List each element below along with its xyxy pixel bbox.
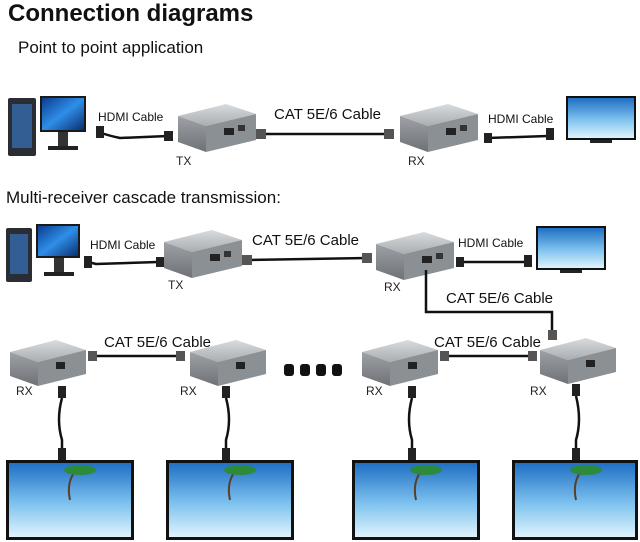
label-hdmi-cable-2-out: HDMI Cable <box>458 236 524 250</box>
label-rx-1: RX <box>408 154 425 168</box>
hdmi-drop-2 <box>222 386 231 460</box>
label-rx-bottom-1: RX <box>16 384 33 398</box>
tv-display-bottom-3 <box>352 460 480 540</box>
label-rx-bottom-2: RX <box>180 384 197 398</box>
ellipsis-dots <box>284 364 342 376</box>
label-tx-2: TX <box>168 278 184 292</box>
hdmi-cable-1 <box>96 126 173 141</box>
tv-display-1 <box>566 96 636 143</box>
rx-box-bottom-1 <box>10 340 86 386</box>
cat-cable-bottom-1 <box>88 351 185 361</box>
tv-display-2 <box>536 226 606 273</box>
rx-box-bottom-4 <box>540 338 616 384</box>
pc-source-1 <box>8 96 86 156</box>
label-cat-cable-bottom-1: CAT 5E/6 Cable <box>104 334 211 351</box>
hdmi-drop-3 <box>407 386 416 460</box>
label-cat-cable-1: CAT 5E/6 Cable <box>274 106 381 123</box>
label-hdmi-cable-1: HDMI Cable <box>98 110 164 124</box>
label-hdmi-cable-1-out: HDMI Cable <box>488 112 554 126</box>
tx-box-1 <box>178 104 256 152</box>
label-hdmi-cable-2: HDMI Cable <box>90 238 156 252</box>
label-cat-cable-bottom-2: CAT 5E/6 Cable <box>434 334 541 351</box>
pc-source-2 <box>6 224 80 282</box>
tv-display-bottom-4 <box>512 460 638 540</box>
cat-cable-bottom-2 <box>440 351 537 361</box>
hdmi-cable-1-out <box>484 128 554 143</box>
label-cat-cable-2: CAT 5E/6 Cable <box>252 232 359 249</box>
tx-box-2 <box>164 230 242 278</box>
hdmi-cable-2 <box>84 256 165 268</box>
label-tx-1: TX <box>176 154 192 168</box>
section-heading-point-to-point: Point to point application <box>18 38 204 57</box>
hdmi-drop-4 <box>572 384 581 460</box>
hdmi-drop-1 <box>57 386 66 460</box>
section-heading-cascade: Multi-receiver cascade transmission: <box>6 188 281 207</box>
label-rx-main: RX <box>384 280 401 294</box>
rx-box-bottom-2 <box>190 340 266 386</box>
label-rx-bottom-4: RX <box>530 384 547 398</box>
rx-box-1 <box>400 104 478 152</box>
cat-cable-1 <box>256 129 394 139</box>
rx-box-main <box>376 232 454 280</box>
page-title: Connection diagrams <box>8 0 254 27</box>
tv-display-bottom-1 <box>6 460 134 540</box>
cat-cable-2 <box>242 253 372 265</box>
cat-cable-cascade <box>424 270 557 340</box>
label-cat-cable-cascade: CAT 5E/6 Cable <box>446 290 553 307</box>
label-rx-bottom-3: RX <box>366 384 383 398</box>
tv-display-bottom-2 <box>166 460 294 540</box>
rx-box-bottom-3 <box>362 340 438 386</box>
hdmi-cable-2-out <box>456 255 532 267</box>
